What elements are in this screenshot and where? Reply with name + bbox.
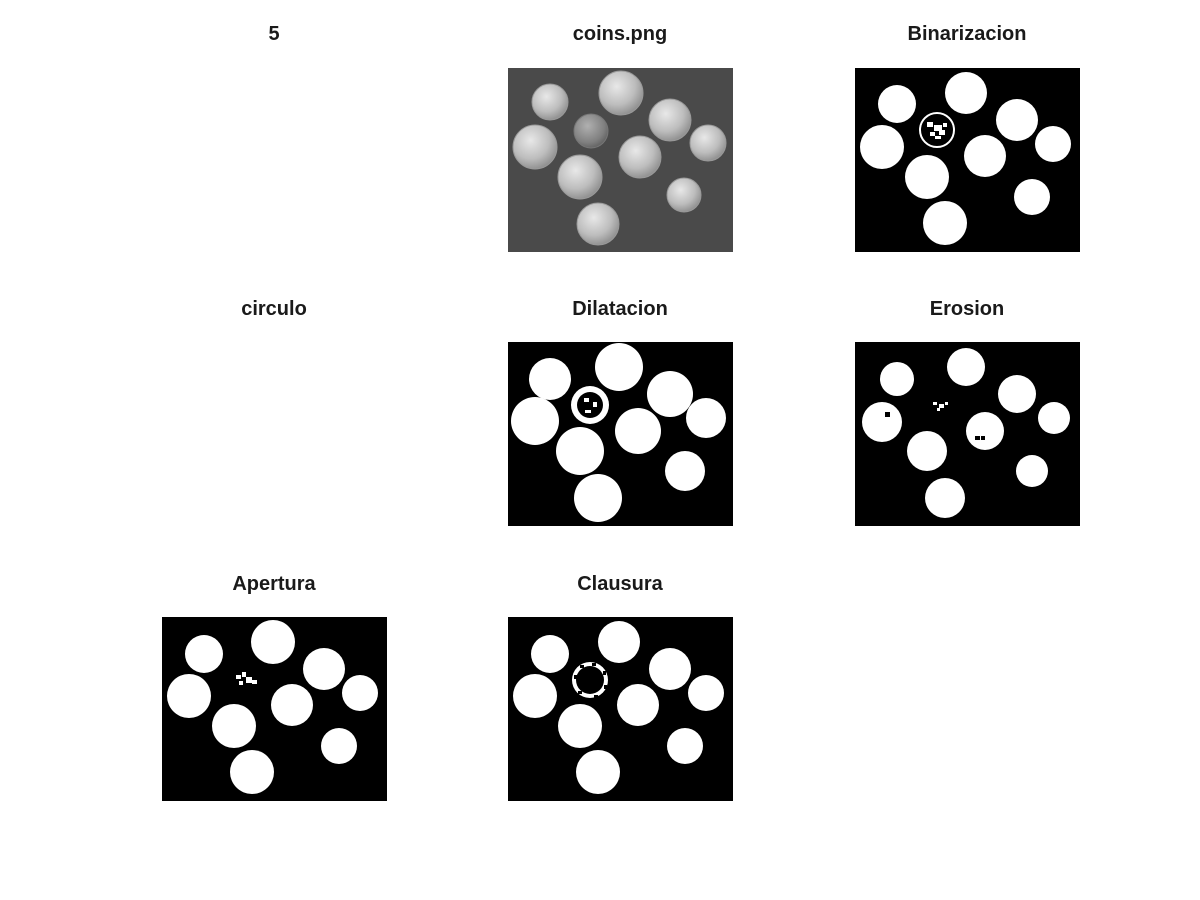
subplot-title-coins: coins.png	[572, 23, 668, 45]
subplot-title-apertura: Apertura	[232, 573, 316, 595]
subplot-title-dilatacion: Dilatacion	[572, 298, 668, 320]
subplot-title-binarizacion: Binarizacion	[907, 23, 1027, 45]
image-coins-gray	[508, 68, 733, 252]
image-dilatacion	[508, 342, 733, 526]
coin-set-gray	[512, 70, 727, 246]
image-erosion	[855, 342, 1080, 526]
subplot-title-clausura: Clausura	[577, 573, 663, 595]
image-clausura	[508, 617, 733, 801]
image-apertura	[162, 617, 387, 801]
image-binarizacion	[855, 68, 1080, 252]
subplot-title-5: 5	[268, 23, 280, 45]
subplot-title-erosion: Erosion	[929, 298, 1005, 320]
subplot-title-circulo: circulo	[241, 298, 307, 320]
